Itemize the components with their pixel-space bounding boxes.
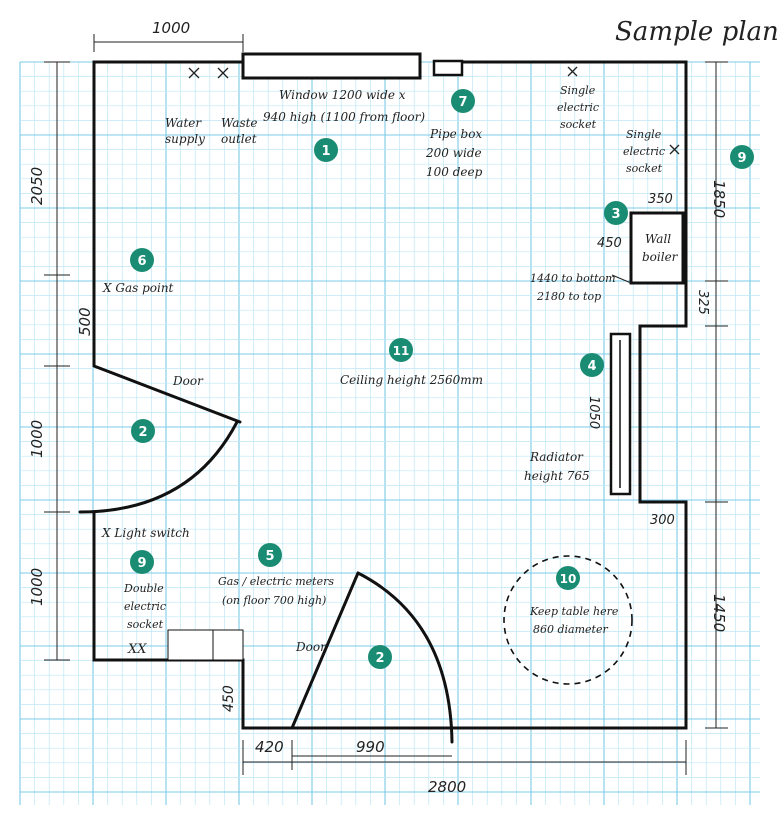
door-left-label: Door	[172, 374, 204, 388]
boiler-label-2: boiler	[642, 250, 679, 264]
window-label-2: 940 high (1100 from floor)	[263, 110, 425, 124]
door-bottom-swing	[356, 571, 454, 744]
marker-1: 1	[314, 138, 338, 162]
table-zone	[503, 555, 633, 685]
marker-2-bottom: 2	[368, 645, 392, 669]
dim-right-lower: 1450	[710, 594, 728, 632]
dim-top-width: 1000	[152, 19, 190, 37]
marker-10: 10	[556, 566, 580, 590]
dim-recess-300: 300	[650, 513, 675, 528]
pipe-box-label-2: 200 wide	[425, 146, 482, 160]
radiator-label-2: height 765	[524, 469, 590, 483]
pipe-box-label-1: Pipe box	[429, 127, 482, 141]
table-label-2: 860 diameter	[533, 623, 608, 636]
marker-2-left: 2	[131, 419, 155, 443]
svg-text:3: 3	[611, 207, 620, 222]
marker-9-left: 9	[130, 550, 154, 574]
socket-right-label-2: electric	[623, 145, 665, 158]
waste-outlet-cross	[217, 67, 229, 79]
dim-bottom-420: 420	[255, 738, 284, 756]
window	[241, 52, 422, 80]
socket-top-label-1: Single	[560, 84, 596, 97]
numbered-markers: 1 2 2 3 4 5 6 7 9 9 10 1	[130, 89, 754, 669]
marker-11: 11	[389, 338, 413, 362]
socket-right-label-3: socket	[626, 162, 663, 175]
door-bottom-label: Door	[295, 640, 327, 654]
dim-bottom-total: 2800	[428, 778, 466, 796]
double-socket-label-1: Double	[123, 582, 164, 595]
svg-text:11: 11	[393, 344, 410, 358]
svg-text:10: 10	[560, 572, 577, 586]
door-left-leaf	[92, 364, 242, 424]
boiler-label-1: Wall	[645, 232, 671, 246]
marker-4: 4	[580, 353, 604, 377]
wall-boiler	[629, 211, 685, 285]
boiler-height-label-1: 1440 to bottom	[530, 272, 616, 285]
svg-text:9: 9	[737, 151, 746, 166]
doors	[78, 364, 454, 744]
waste-outlet-label-2: outlet	[221, 132, 257, 146]
svg-text:2: 2	[138, 425, 147, 440]
dim-left-500: 500	[76, 307, 94, 336]
dim-left-upper: 2050	[28, 167, 46, 205]
dim-radiator-length: 1050	[586, 396, 601, 429]
water-supply-label-2: supply	[165, 132, 205, 146]
socket-top-label-3: socket	[560, 118, 597, 131]
svg-text:9: 9	[137, 556, 146, 571]
svg-text:7: 7	[458, 95, 467, 110]
door-bottom-leaf	[290, 571, 360, 730]
pipe-box	[432, 59, 464, 77]
svg-text:6: 6	[137, 254, 146, 269]
marker-5: 5	[258, 543, 282, 567]
ceiling-label: Ceiling height 2560mm	[340, 373, 483, 387]
dim-boiler-width: 350	[648, 192, 673, 207]
water-supply-label-1: Water	[165, 116, 202, 130]
boiler-height-label-2: 2180 to top	[536, 290, 601, 303]
dimension-lines	[44, 34, 728, 775]
svg-text:2: 2	[375, 651, 384, 666]
light-switch-label: X Light switch	[101, 526, 190, 540]
pipe-box-label-3: 100 deep	[426, 165, 483, 179]
dim-right-325: 325	[695, 290, 710, 315]
socket-right-cross	[669, 144, 680, 155]
svg-text:4: 4	[587, 359, 596, 374]
double-socket-label-3: socket	[127, 618, 164, 631]
marker-7: 7	[451, 89, 475, 113]
text-labels: 1000 2050 500 1000 1000 1850 325 1450 45…	[28, 19, 728, 796]
plan-title: Sample plan	[615, 17, 779, 47]
svg-text:5: 5	[265, 549, 274, 564]
door-left-swing	[78, 420, 239, 514]
dim-boiler-height: 450	[597, 236, 622, 251]
dim-bottom-990: 990	[356, 738, 385, 756]
dim-bottom-450: 450	[221, 685, 237, 712]
window-label-1: Window 1200 wide x	[279, 88, 406, 102]
dim-left-lower: 1000	[28, 568, 46, 606]
fixture-crosses	[188, 66, 680, 155]
marker-9-right: 9	[730, 145, 754, 169]
socket-right-label-1: Single	[626, 128, 662, 141]
marker-6: 6	[130, 248, 154, 272]
meters-label-2: (on floor 700 high)	[222, 594, 326, 607]
meters-label-1: Gas / electric meters	[218, 575, 334, 588]
radiator-label-1: Radiator	[529, 450, 584, 464]
socket-top-cross	[567, 66, 578, 77]
svg-text:1: 1	[321, 144, 330, 159]
socket-top-label-2: electric	[557, 101, 599, 114]
marker-3: 3	[604, 201, 628, 225]
table-label-1: Keep table here	[529, 605, 619, 618]
gas-point-label: X Gas point	[102, 281, 174, 295]
dim-right-upper: 1850	[710, 180, 728, 218]
meters-box	[167, 629, 244, 661]
dim-left-door: 1000	[28, 420, 46, 458]
double-socket-label-2: electric	[124, 600, 166, 613]
wall-top-left	[92, 60, 243, 366]
water-supply-cross	[188, 67, 200, 79]
waste-outlet-label-1: Waste	[221, 116, 258, 130]
double-socket-xx: XX	[127, 642, 147, 657]
